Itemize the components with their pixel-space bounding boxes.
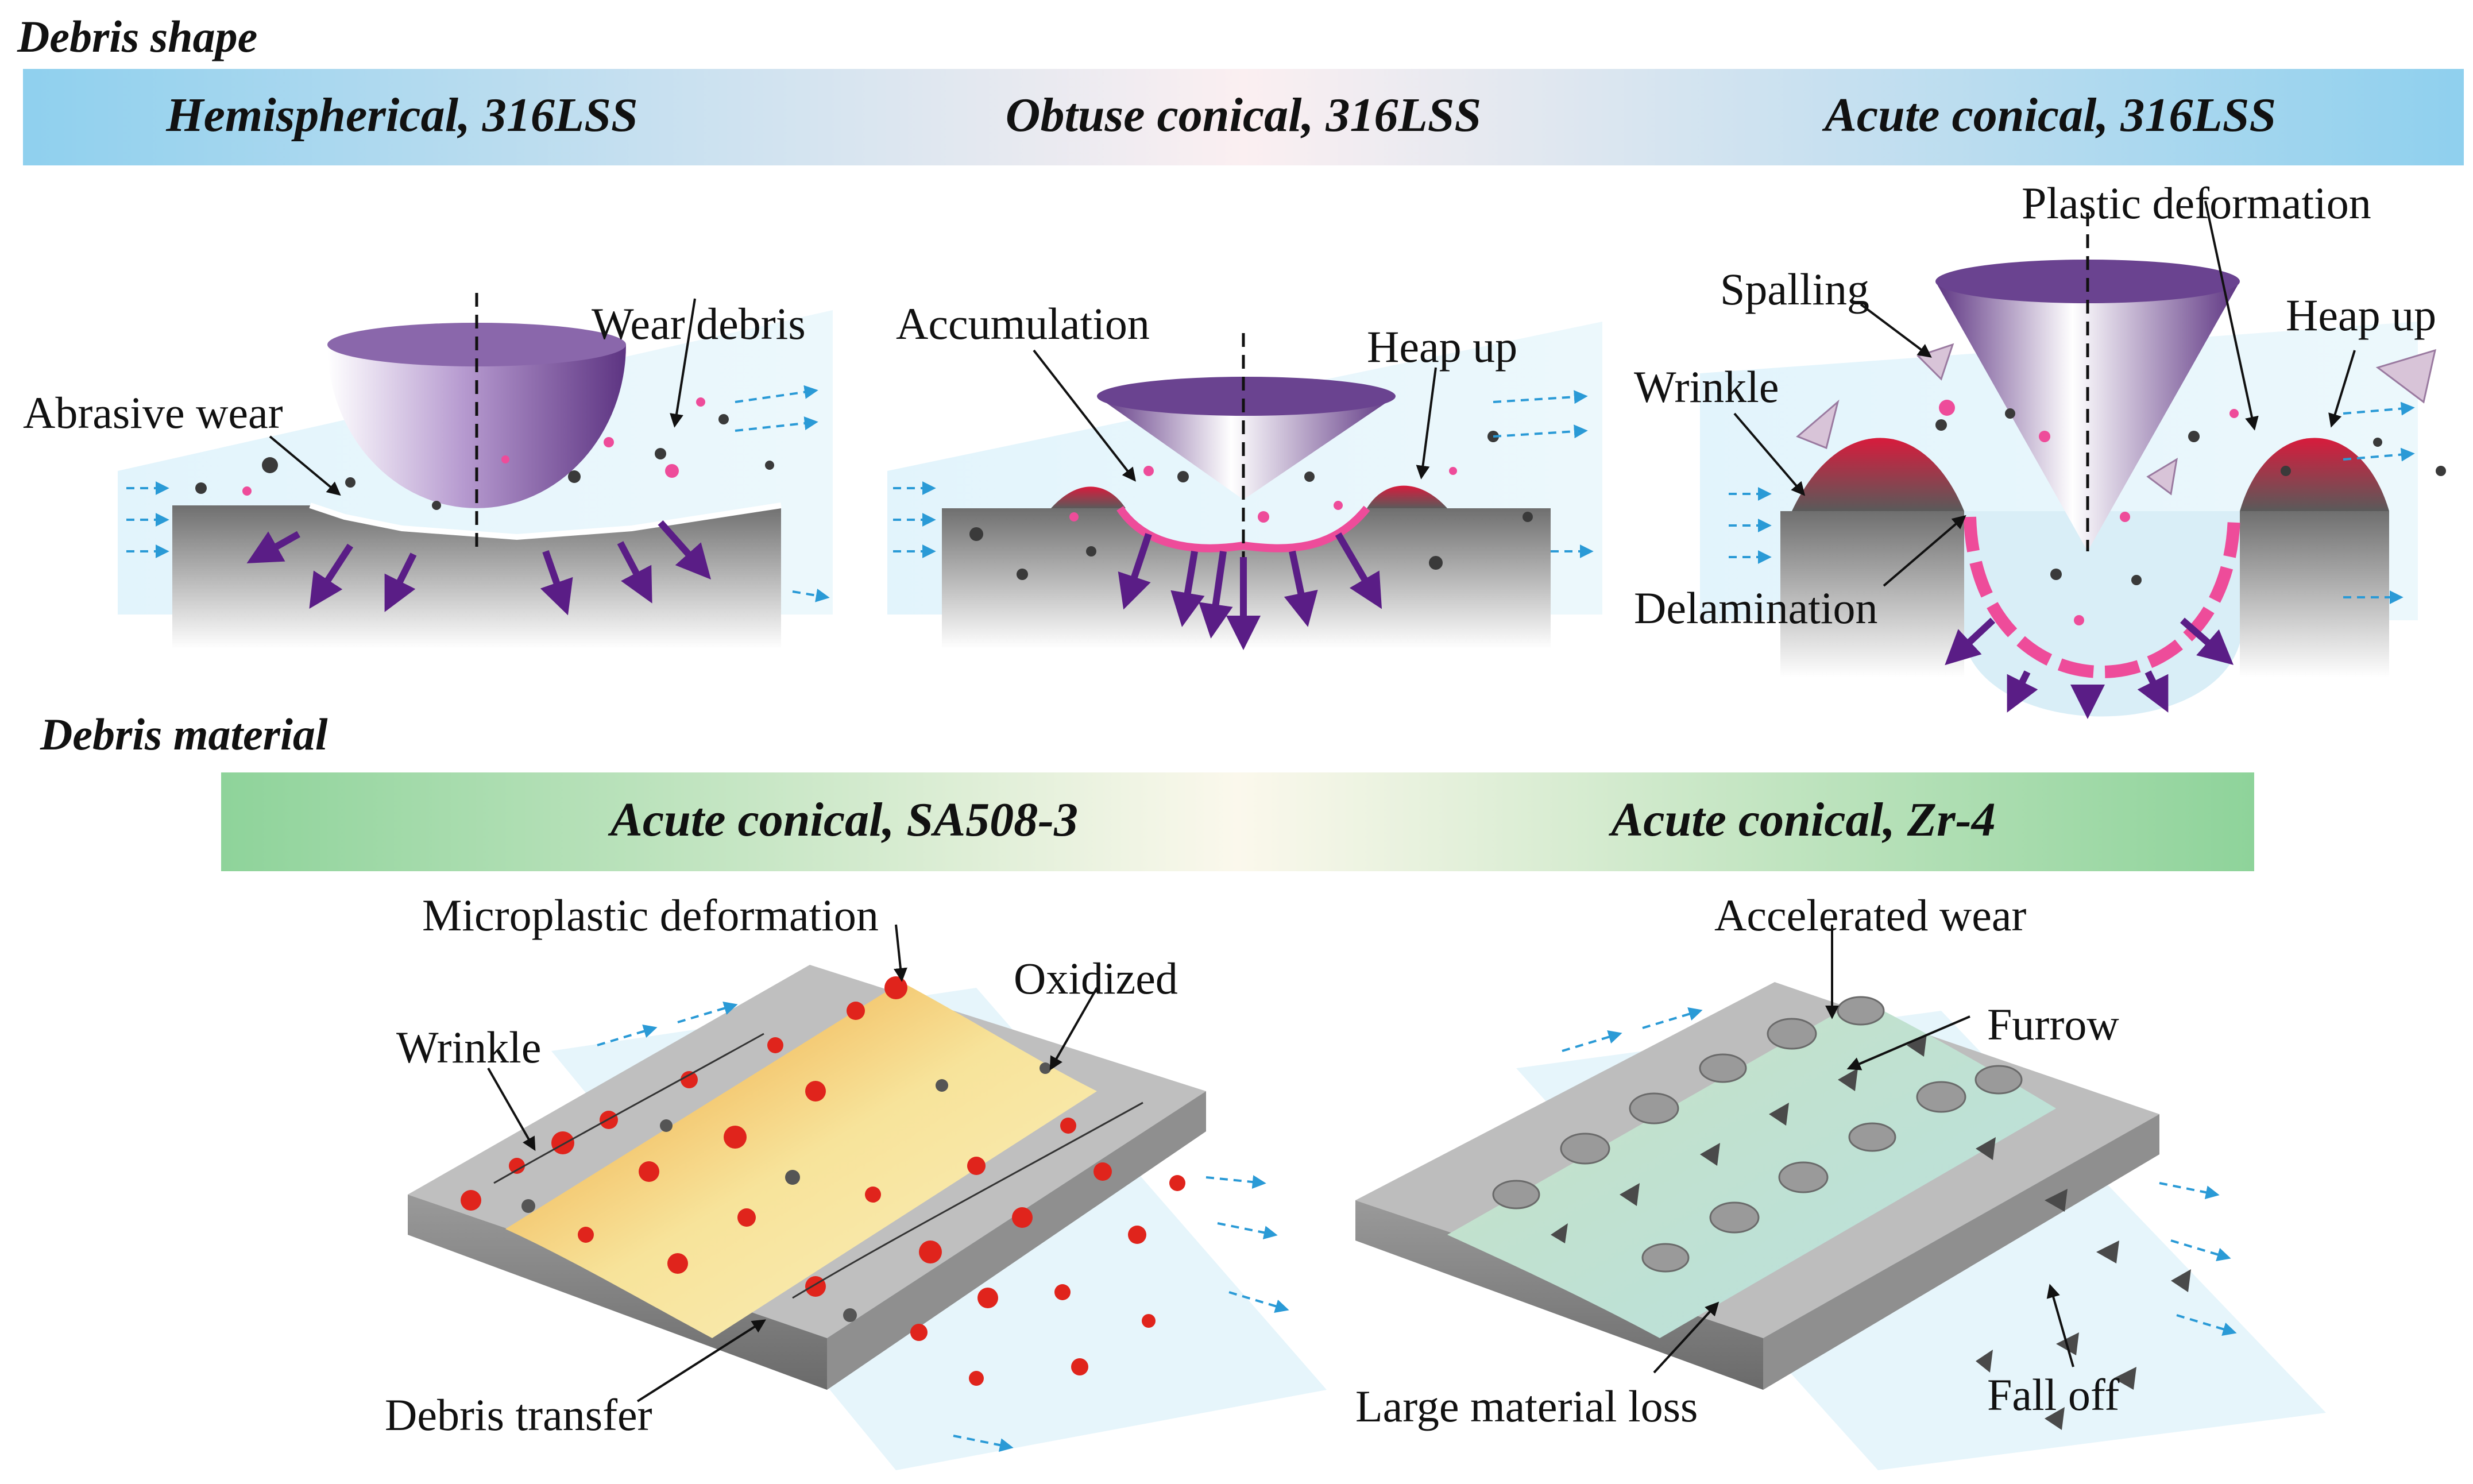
specimen-side	[1355, 1200, 1763, 1390]
label-spalling: Spalling	[1720, 264, 1869, 314]
oxidized-pointer	[1049, 987, 1098, 1071]
wear-scar	[309, 503, 782, 540]
shape-banner	[23, 69, 2464, 165]
label-large-material-loss: Large material loss	[1355, 1381, 1698, 1431]
label-oxidized: Oxidized	[1014, 953, 1178, 1003]
label-microplastic: Microplastic deformation	[422, 890, 879, 940]
substrate-right	[2240, 511, 2389, 678]
label-wrinkle: Wrinkle	[1634, 362, 1779, 412]
label-abrasive-wear: Abrasive wear	[23, 388, 283, 438]
label-debris-transfer: Debris transfer	[385, 1390, 652, 1440]
plastic-deformation-pointer	[2204, 200, 2259, 431]
stress-arrows	[1945, 617, 2234, 719]
heap-right	[1367, 485, 1447, 508]
label-accumulation: Accumulation	[896, 299, 1150, 349]
specimen-side	[408, 1195, 827, 1390]
microplastic-pointer	[894, 924, 907, 982]
oxidized-groove	[505, 982, 1097, 1338]
label-plastic-deformation: Plastic deformation	[2022, 178, 2371, 228]
panel-sa508: Microplastic deformation Oxidized Wrinkl…	[385, 890, 1327, 1470]
label-wear-debris: Wear debris	[592, 299, 806, 349]
label-accelerated-wear: Accelerated wear	[1714, 890, 2026, 940]
banner-obtuse-conical: Obtuse conical, 316LSS	[1006, 88, 1481, 142]
heap-left	[1051, 486, 1126, 508]
substrate-left	[1780, 511, 1964, 678]
flow-arrows	[597, 1002, 1289, 1452]
stress-arrows	[1118, 532, 1382, 650]
wear-debris-pointer	[670, 298, 696, 428]
red-debris	[461, 976, 1185, 1386]
heap-up-pointer	[1416, 367, 1437, 480]
material-loss-pointer	[1653, 1301, 1719, 1374]
obtuse-cone-indenter	[1097, 396, 1396, 500]
pink-debris	[242, 397, 705, 496]
specimen-end	[1763, 1114, 2159, 1390]
panel-acute-conical: Plastic deformation Spalling Heap up Wri…	[1634, 178, 2446, 719]
label-furrow: Furrow	[1987, 999, 2119, 1049]
flow-arrows	[126, 385, 830, 602]
delamination-pointer	[1883, 515, 1966, 587]
pink-debris	[1939, 400, 2239, 625]
label-heap-up: Heap up	[1367, 322, 1517, 372]
deep-groove	[1964, 511, 2240, 717]
section-title-shape: Debris shape	[17, 11, 257, 61]
label-fall-off: Fall off	[1987, 1370, 2119, 1420]
fall-off-pointer	[2046, 1284, 2074, 1367]
substrate-block	[172, 505, 781, 649]
delamination-layer	[1964, 516, 2240, 678]
heap-left	[1792, 438, 1964, 511]
panel-obtuse-conical: Accumulation Heap up	[887, 299, 1602, 650]
cone-top-face	[1097, 377, 1396, 416]
dark-debris	[521, 1062, 1051, 1322]
accumulation-pointer	[1033, 349, 1136, 482]
label-heap-up: Heap up	[2286, 290, 2436, 340]
heap-up-pointer	[2328, 350, 2356, 428]
pink-debris	[1069, 466, 1457, 523]
label-wrinkle: Wrinkle	[396, 1022, 541, 1072]
material-banner	[221, 772, 2254, 871]
furrowed-groove	[1447, 999, 2056, 1338]
stress-arrows	[246, 520, 711, 616]
flow-arrows	[893, 390, 1594, 558]
banner-zr4: Acute conical, Zr-4	[1608, 793, 1996, 847]
panel-hemispherical: Wear debris Abrasive wear	[23, 293, 833, 649]
flow-arrows	[1729, 401, 2415, 604]
debris-particles	[195, 414, 774, 510]
panel-zr4: Accelerated wear Furrow Large material l…	[1355, 890, 2326, 1470]
debris-particles	[1935, 408, 2446, 585]
banner-sa508: Acute conical, SA508-3	[608, 793, 1078, 847]
wrinkle-pointer	[1733, 412, 1806, 496]
furrow-pointer	[1846, 1015, 1970, 1071]
debris-transfer-pointer	[636, 1319, 767, 1402]
heap-right	[2240, 438, 2389, 511]
furrow-ridges	[1492, 996, 2023, 1273]
spalling-flakes	[1796, 343, 2437, 496]
spalling-pointer	[1860, 303, 1932, 358]
label-delamination: Delamination	[1634, 583, 1878, 633]
wrinkle-lines	[493, 1033, 1143, 1299]
debris-particles	[969, 431, 1533, 580]
specimen-end	[827, 1091, 1206, 1390]
banner-hemispherical: Hemispherical, 316LSS	[165, 88, 637, 142]
banner-acute-conical: Acute conical, 316LSS	[1822, 88, 2276, 142]
abrasive-wear-pointer	[269, 435, 341, 496]
flow-arrows	[1562, 1007, 2237, 1336]
wrinkle-pointer	[487, 1068, 536, 1151]
debris-layer	[1116, 505, 1370, 552]
section-title-material: Debris material	[40, 709, 328, 759]
